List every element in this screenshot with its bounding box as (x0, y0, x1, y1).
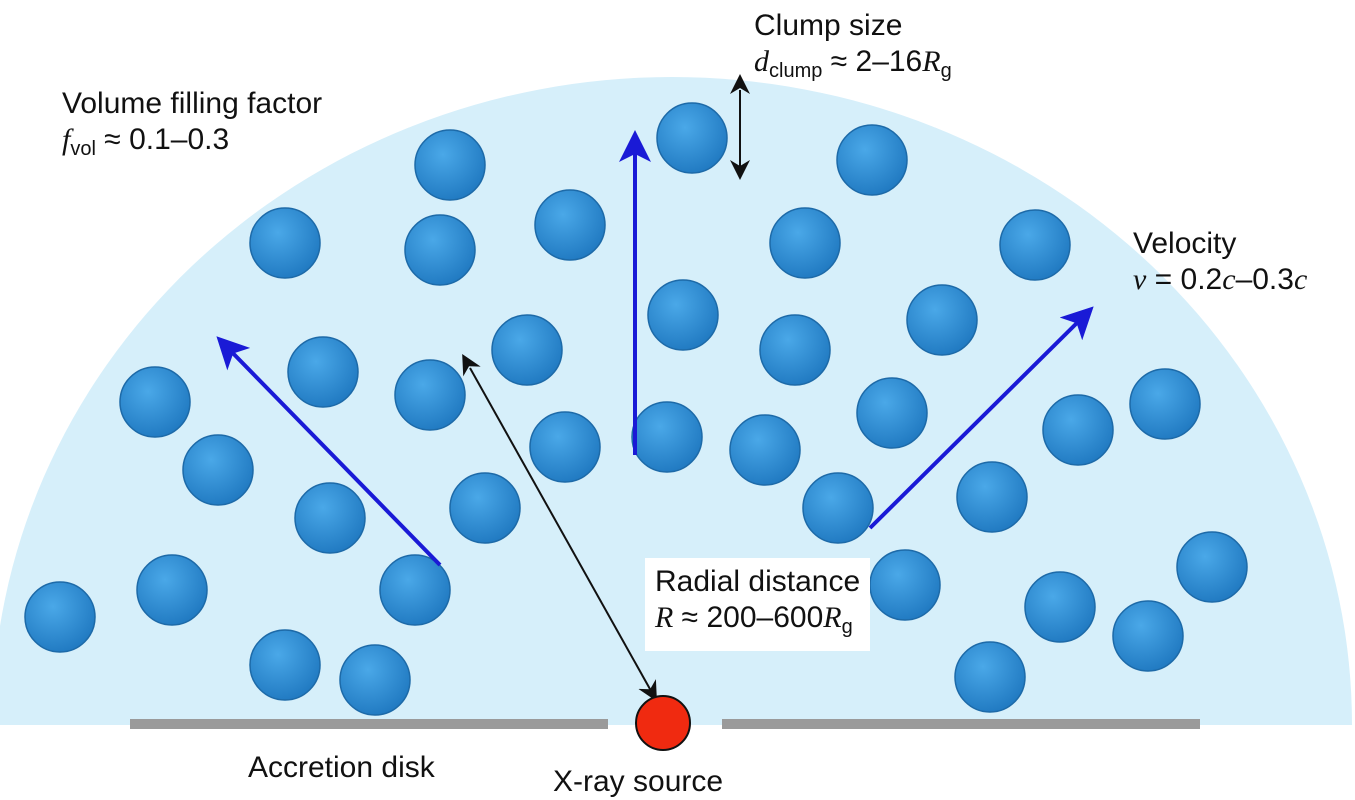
velocity-label: Velocity ν = 0.2c–0.3c (1133, 226, 1307, 298)
clump (802, 472, 874, 544)
clump-unit: R (922, 45, 941, 78)
clump (449, 472, 521, 544)
clump (1176, 531, 1248, 603)
vol-value: ≈ 0.1–0.3 (104, 123, 230, 156)
clump-value: ≈ 2–16 (830, 45, 923, 78)
clump (249, 629, 321, 701)
nu-symbol: ν (1133, 263, 1147, 296)
radial-title: Radial distance (655, 565, 861, 598)
clump (182, 434, 254, 506)
clump (339, 644, 411, 716)
clump (249, 207, 321, 279)
clump (529, 411, 601, 483)
clump (1042, 394, 1114, 466)
clump (287, 336, 359, 408)
c2: c (1293, 263, 1308, 296)
x-ray-source (635, 695, 691, 751)
clump (404, 214, 476, 286)
clump (729, 414, 801, 486)
clump (836, 124, 908, 196)
clump-size-title: Clump size (754, 9, 903, 42)
d-symbol: d (754, 45, 769, 78)
clump (631, 401, 703, 473)
clump (24, 581, 96, 653)
clump (856, 377, 928, 449)
r-value: ≈ 200–600 (681, 601, 824, 634)
volume-filling-value: fvol ≈ 0.1–0.3 (62, 122, 322, 167)
clump (136, 554, 208, 626)
clump (999, 209, 1071, 281)
velocity-title: Velocity (1133, 227, 1237, 260)
volume-filling-title: Volume filling factor (62, 87, 323, 120)
clump (119, 366, 191, 438)
velocity-value: ν = 0.2c–0.3c (1133, 262, 1307, 298)
clump (394, 359, 466, 431)
clump (294, 482, 366, 554)
accretion-disk-label: Accretion disk (248, 751, 435, 784)
clump-sub: clump (769, 60, 823, 82)
clump (1024, 571, 1096, 643)
clump (491, 314, 563, 386)
clump (759, 314, 831, 386)
clump-size-value: dclump ≈ 2–16Rg (754, 44, 952, 89)
clump-unit-sub: g (940, 60, 952, 82)
f-symbol: f (62, 123, 71, 156)
v-val2: –0.3 (1235, 263, 1294, 296)
clumps (24, 102, 1248, 716)
radial-distance-arrow (462, 354, 657, 702)
x-ray-source-label: X-ray source (553, 765, 724, 798)
clump (869, 549, 941, 621)
clump (1129, 368, 1201, 440)
vol-sub: vol (70, 138, 96, 160)
clump (954, 641, 1026, 713)
clump (656, 102, 728, 174)
c1: c (1222, 263, 1236, 296)
velocity-arrow-left (216, 336, 442, 567)
clump (534, 189, 606, 261)
radial-value: R ≈ 200–600Rg (655, 600, 860, 645)
clump (1112, 600, 1184, 672)
radial-distance-label: Radial distance R ≈ 200–600Rg (645, 558, 871, 651)
clump (906, 284, 978, 356)
r-symbol: R (655, 601, 674, 634)
clump-size-label: Clump size dclump ≈ 2–16Rg (754, 8, 952, 89)
clump (956, 461, 1028, 533)
clump (414, 129, 486, 201)
clump (647, 279, 719, 351)
clump (379, 554, 451, 626)
velocity-arrow-right (868, 306, 1094, 530)
v-val1: = 0.2 (1154, 263, 1223, 296)
r-unit-sub: g (841, 616, 853, 638)
clump (769, 207, 841, 279)
r-unit: R (823, 601, 842, 634)
volume-filling-label: Volume filling factor fvol ≈ 0.1–0.3 (62, 86, 322, 167)
